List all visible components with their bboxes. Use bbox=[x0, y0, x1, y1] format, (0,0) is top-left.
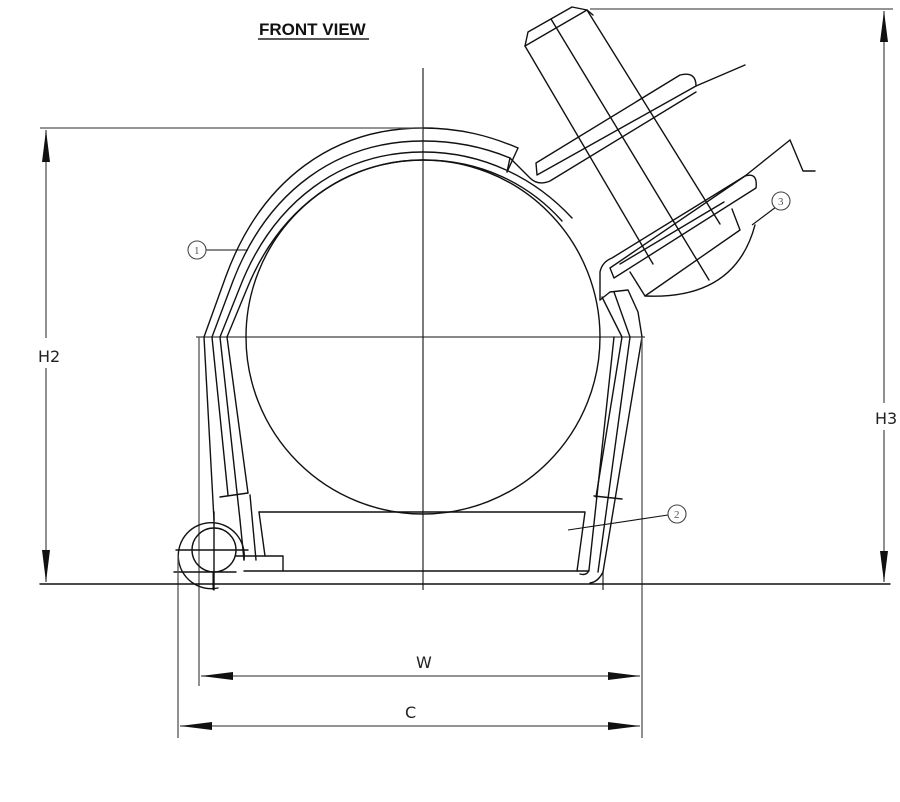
right-wall bbox=[579, 289, 643, 738]
bolt-shank-left bbox=[524, 45, 654, 265]
upper-arm-extension bbox=[695, 64, 746, 87]
left-wall-2 bbox=[211, 336, 229, 496]
base-saddle bbox=[235, 511, 590, 572]
right-wall-2 bbox=[597, 336, 631, 573]
dimension-c: C bbox=[180, 703, 640, 730]
callout-3: 3 bbox=[751, 191, 791, 226]
h3-arrow-bottom bbox=[880, 551, 888, 582]
dimension-w: W bbox=[201, 653, 640, 680]
h3-arrow-top bbox=[880, 11, 888, 42]
clamp-band bbox=[203, 127, 573, 338]
nut-dome bbox=[644, 224, 756, 297]
h3-label: H3 bbox=[875, 409, 897, 428]
callout-2-leader bbox=[567, 514, 669, 531]
h2-label: H2 bbox=[38, 347, 60, 366]
c-arrow-left bbox=[180, 722, 212, 730]
left-wall-4 bbox=[226, 336, 249, 494]
callout-1: 1 bbox=[187, 240, 248, 260]
nut-body bbox=[629, 208, 741, 297]
left-liner-end bbox=[219, 492, 249, 498]
bolt-shank-right bbox=[586, 9, 721, 225]
callout-2: 2 bbox=[567, 504, 687, 531]
right-liner-end bbox=[593, 495, 623, 500]
callout-2-number: 2 bbox=[674, 509, 680, 521]
callout-3-balloon bbox=[771, 191, 791, 211]
bolt-center bbox=[550, 18, 710, 281]
hinge-outer-arc bbox=[177, 522, 245, 590]
lower-arm-extension bbox=[744, 139, 791, 177]
h2-arrow-top bbox=[42, 130, 50, 162]
band-end-cap-2 bbox=[506, 157, 511, 173]
break-mark bbox=[789, 139, 816, 172]
callout-2-balloon bbox=[667, 504, 687, 524]
dimension-h3: H3 bbox=[875, 11, 897, 582]
left-wall-lower-2 bbox=[249, 494, 257, 561]
w-arrow-left bbox=[201, 672, 233, 680]
callout-1-balloon bbox=[187, 240, 207, 260]
callout-3-leader bbox=[751, 206, 777, 226]
center-lines bbox=[196, 68, 645, 590]
h2-arrow-bottom bbox=[42, 550, 50, 582]
right-wall-4 bbox=[588, 336, 615, 571]
right-wall-diag-1 bbox=[601, 296, 623, 338]
right-wall-outer bbox=[602, 336, 643, 573]
dimension-h2: H2 bbox=[38, 130, 60, 582]
band-bend bbox=[509, 91, 697, 184]
callout-1-number: 1 bbox=[194, 245, 200, 257]
saddle-left bbox=[258, 511, 284, 572]
lower-band-bend bbox=[599, 175, 746, 301]
upper-arm bbox=[535, 73, 697, 176]
band-outer-left bbox=[203, 127, 519, 338]
c-label: C bbox=[405, 703, 416, 722]
bolt-assembly bbox=[509, 6, 816, 301]
right-wall-top bbox=[599, 289, 643, 338]
band-outer-left-2 bbox=[211, 140, 511, 338]
liner-inner bbox=[226, 159, 563, 338]
c-arrow-right bbox=[608, 722, 640, 730]
left-wall bbox=[198, 336, 257, 686]
hinge bbox=[173, 511, 249, 738]
left-wall-3 bbox=[219, 336, 241, 521]
right-corner-outer bbox=[589, 571, 604, 584]
liner-outer bbox=[219, 151, 573, 338]
bolt-head bbox=[524, 6, 594, 47]
left-wall-lower bbox=[239, 519, 245, 561]
right-wall-diag-2 bbox=[613, 291, 631, 338]
w-label: W bbox=[416, 653, 432, 672]
title: FRONT VIEW bbox=[258, 20, 369, 40]
drawing-title: FRONT VIEW bbox=[259, 20, 367, 39]
nut-plate-line bbox=[619, 201, 725, 265]
w-arrow-right bbox=[608, 672, 640, 680]
saddle-top bbox=[258, 511, 586, 572]
left-wall-outer bbox=[203, 336, 215, 521]
callout-3-number: 3 bbox=[778, 196, 784, 208]
